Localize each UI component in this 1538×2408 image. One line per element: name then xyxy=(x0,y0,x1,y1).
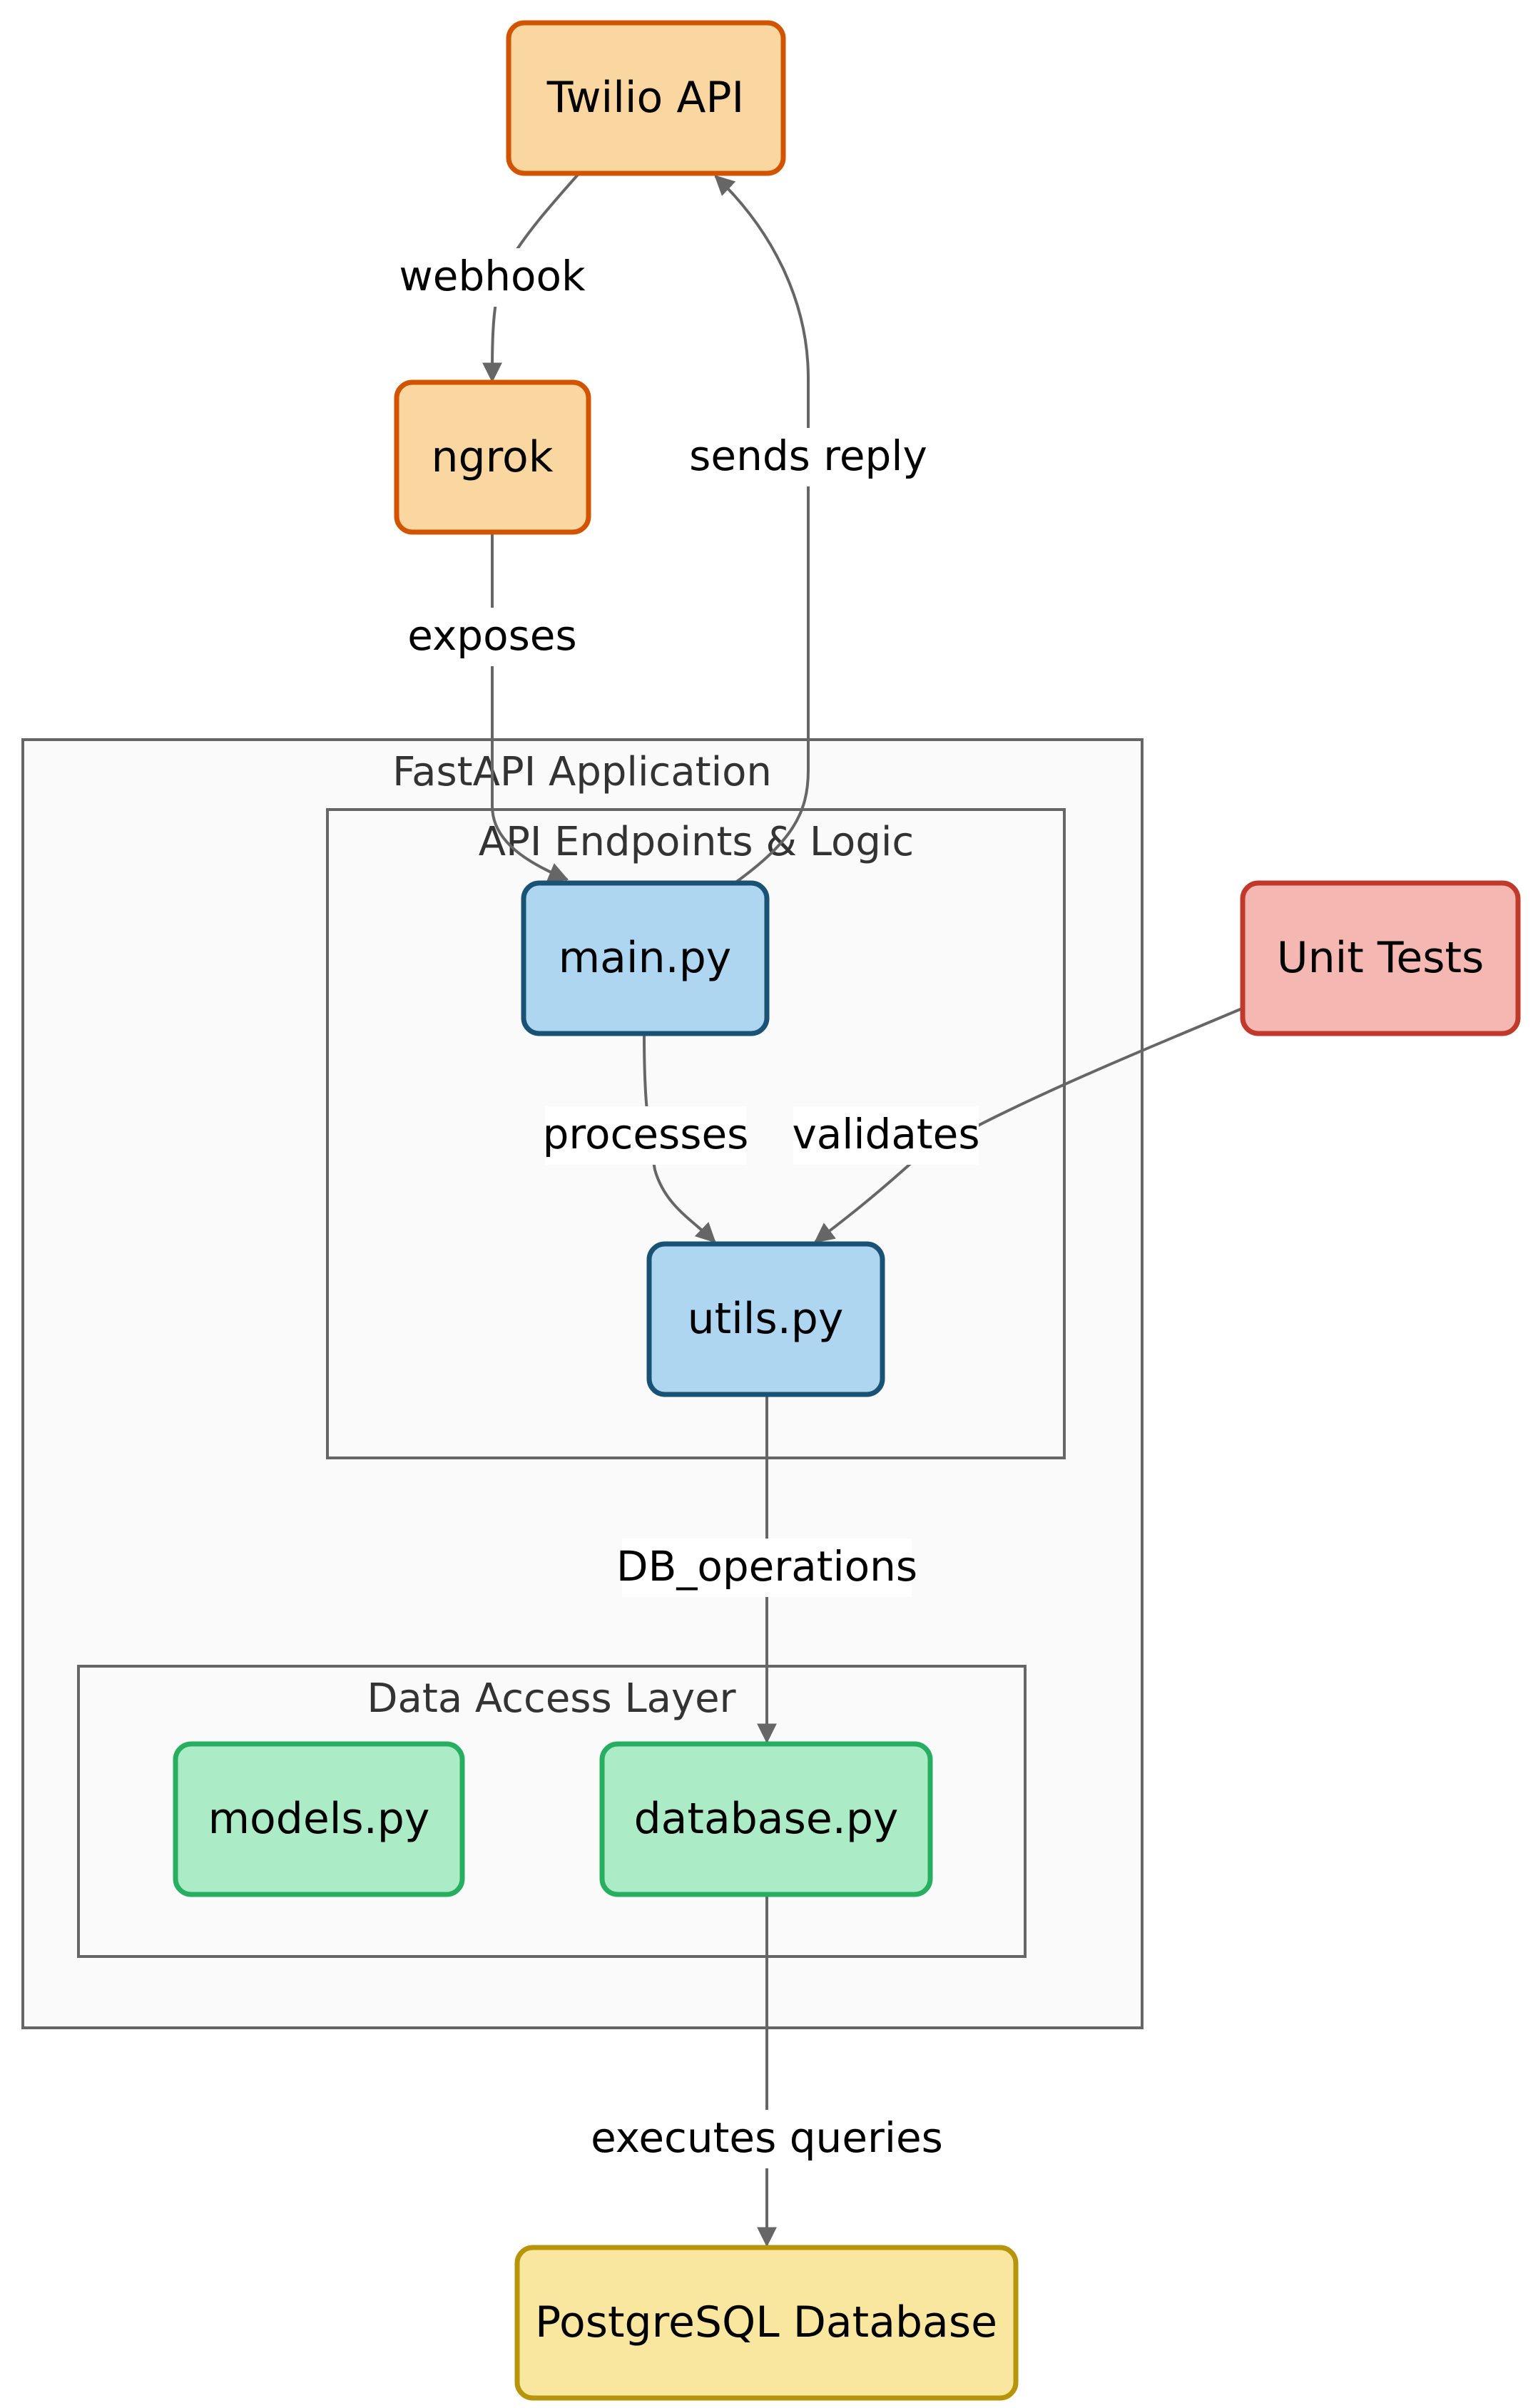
edge-db-operations: DB_operations xyxy=(616,1394,917,1744)
cluster-endpoints-label: API Endpoints & Logic xyxy=(479,819,914,865)
edge-label-sends-reply: sends reply xyxy=(689,432,927,480)
node-postgresql-database[interactable]: PostgreSQL Database xyxy=(514,2245,1019,2401)
node-main-py[interactable]: main.py xyxy=(521,880,770,1036)
edge-exposes: exposes xyxy=(403,532,581,882)
edge-label-processes: processes xyxy=(543,1110,749,1158)
edge-label-executes-queries: executes queries xyxy=(591,2113,943,2162)
node-twilio-api[interactable]: Twilio API xyxy=(506,20,786,176)
node-main-py-label: main.py xyxy=(559,933,732,983)
node-ngrok[interactable]: ngrok xyxy=(394,379,591,535)
node-ngrok-label: ngrok xyxy=(432,432,554,482)
edge-label-validates: validates xyxy=(792,1110,979,1158)
node-unit-tests[interactable]: Unit Tests xyxy=(1240,880,1521,1036)
node-database-py-label: database.py xyxy=(634,1794,899,1844)
edge-label-db-operations: DB_operations xyxy=(616,1542,917,1591)
edge-label-webhook: webhook xyxy=(399,252,586,300)
node-twilio-api-label: Twilio API xyxy=(546,73,745,123)
edge-processes: processes xyxy=(543,1034,749,1243)
edge-validates: validates xyxy=(792,1007,1243,1243)
edge-label-exposes: exposes xyxy=(407,611,576,660)
node-utils-py-label: utils.py xyxy=(688,1294,844,1344)
node-utils-py[interactable]: utils.py xyxy=(646,1241,885,1397)
node-models-py[interactable]: models.py xyxy=(173,1741,465,1897)
cluster-data-access-label: Data Access Layer xyxy=(367,1675,736,1722)
edge-sends-reply: sends reply xyxy=(689,175,927,884)
cluster-fastapi-label: FastAPI Application xyxy=(392,749,772,795)
node-unit-tests-label: Unit Tests xyxy=(1277,933,1484,983)
edge-executes-queries: executes queries xyxy=(591,1897,943,2248)
node-database-py[interactable]: database.py xyxy=(599,1741,933,1897)
edge-webhook: webhook xyxy=(394,173,592,383)
node-postgresql-database-label: PostgreSQL Database xyxy=(535,2297,997,2347)
node-models-py-label: models.py xyxy=(208,1794,430,1844)
